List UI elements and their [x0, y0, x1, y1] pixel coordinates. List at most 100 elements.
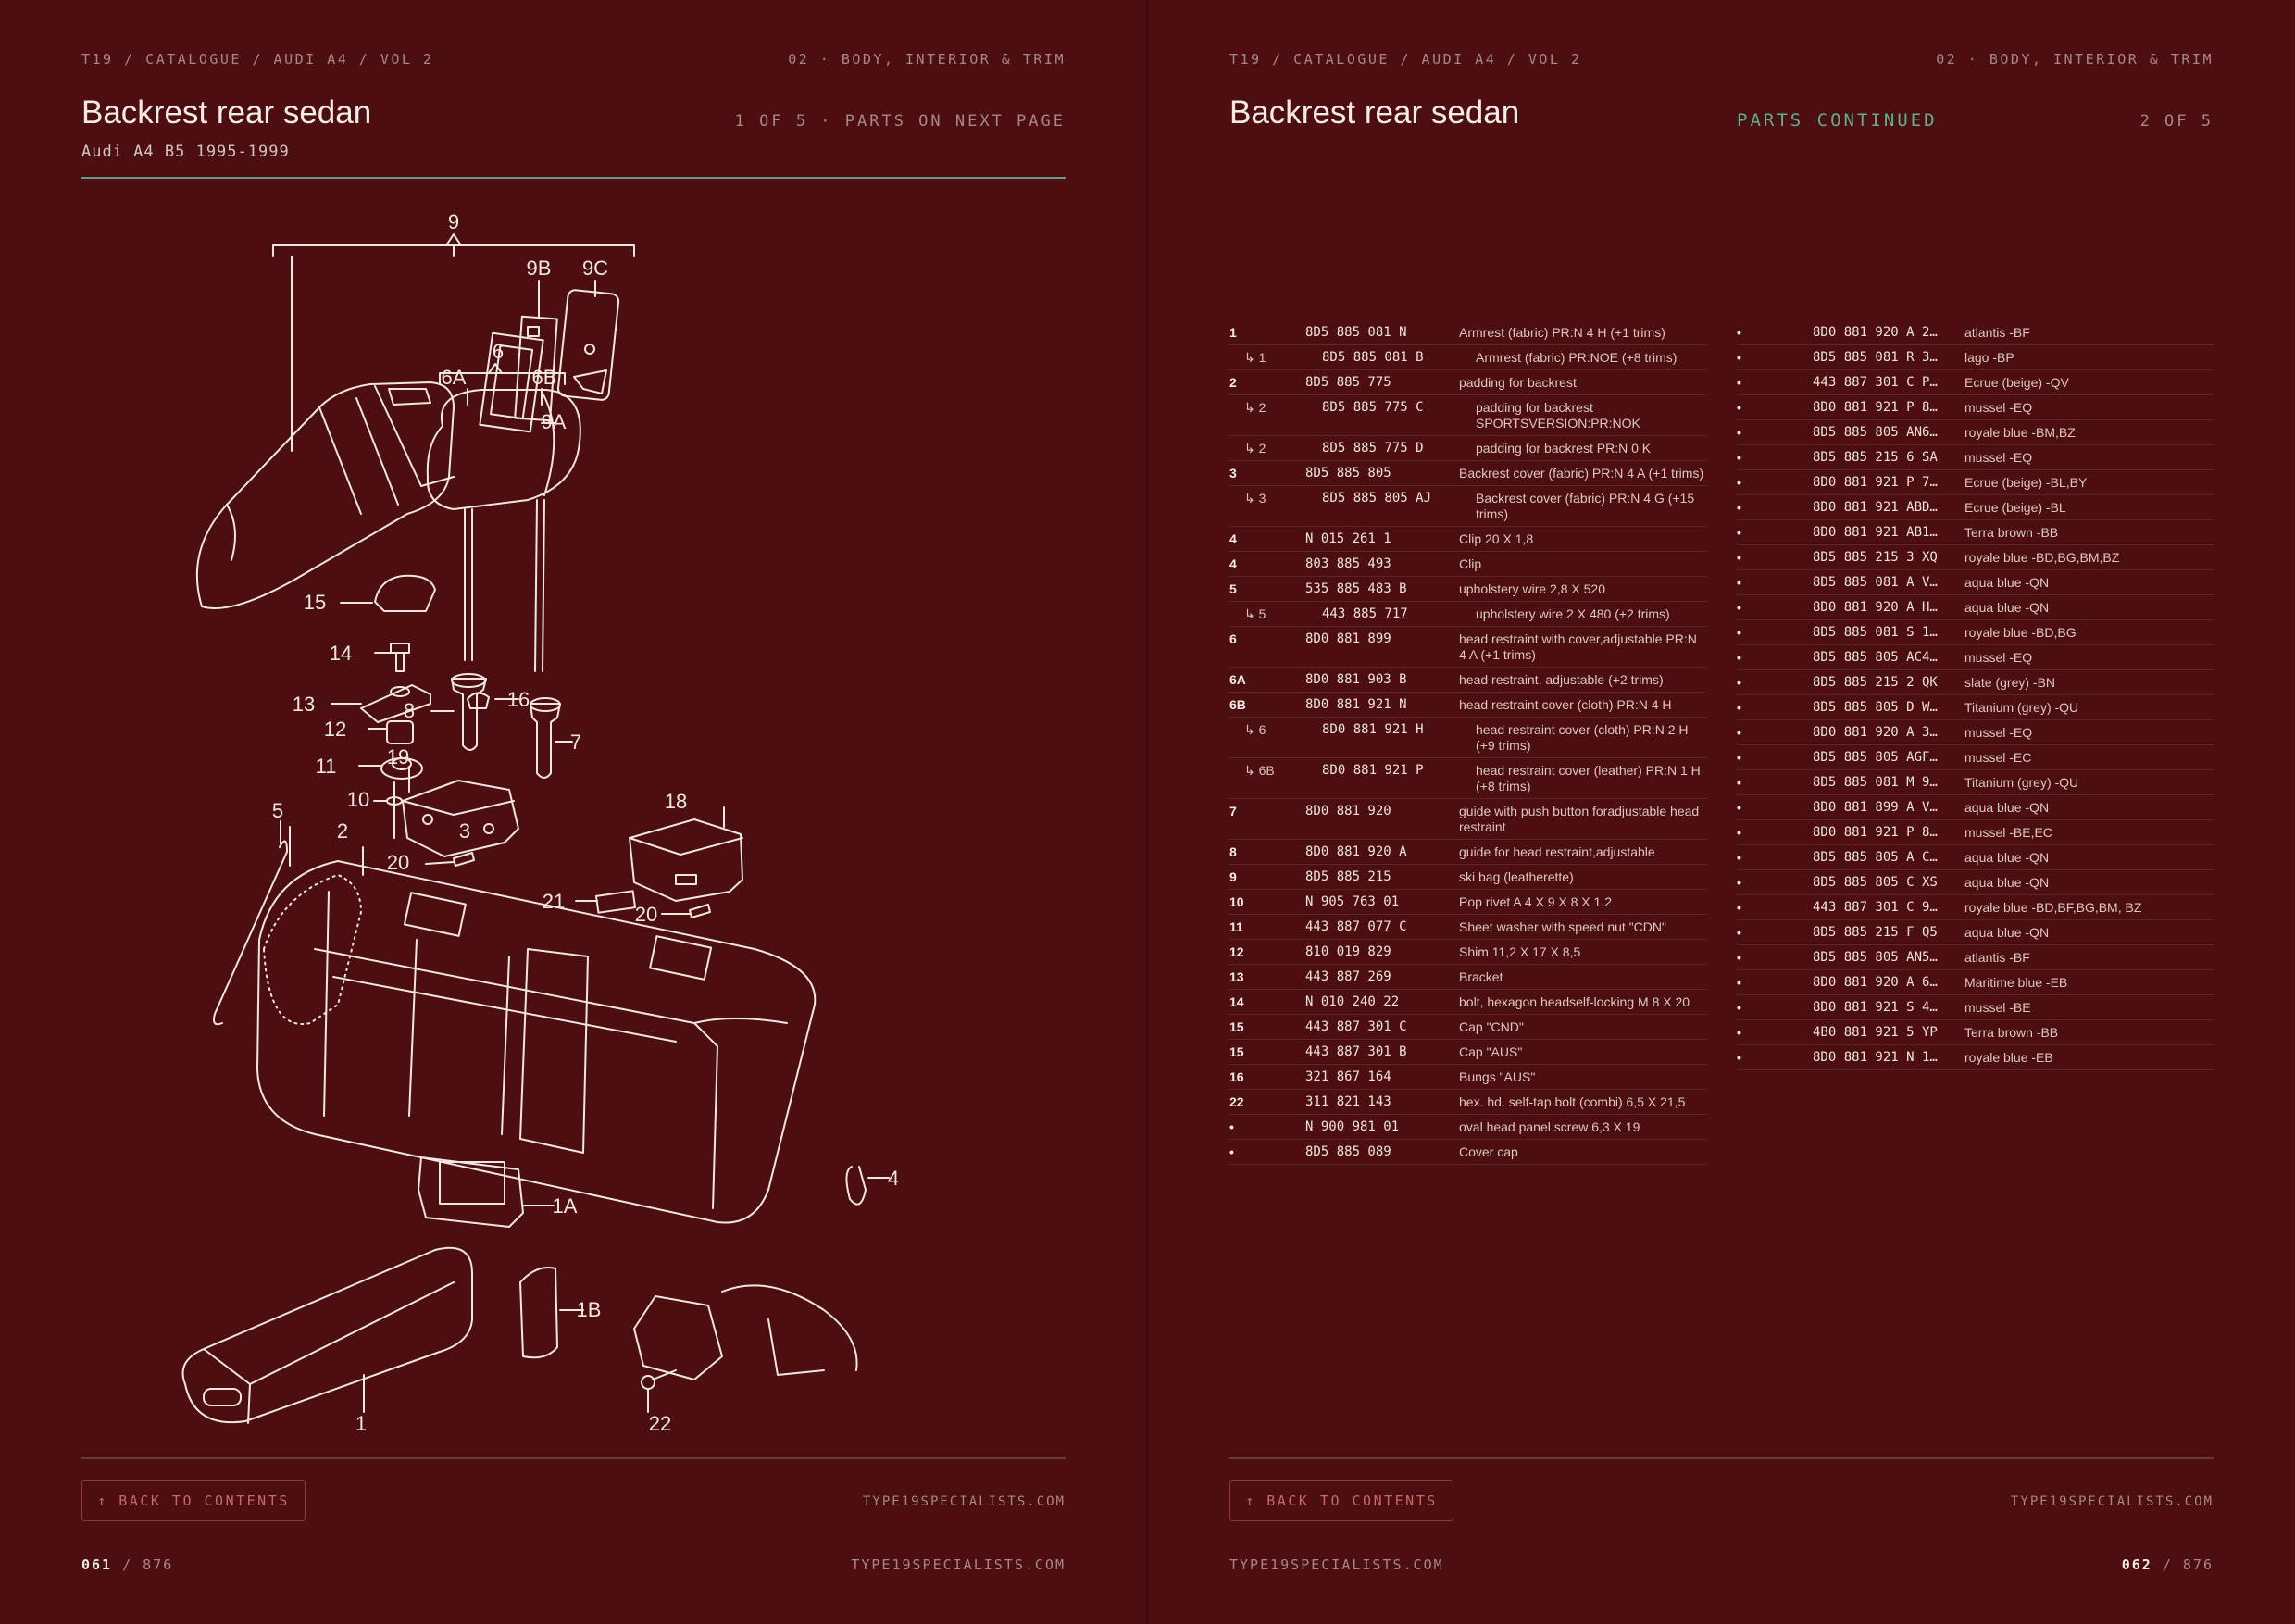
part-1A — [418, 1156, 524, 1228]
part-number: 443 887 301 C 9… — [1813, 900, 1938, 915]
part-description: bolt, hexagon headself-locking M 8 X 20 — [1459, 994, 1690, 1009]
part-description: guide with push button foradjustable hea… — [1459, 804, 1700, 834]
diagram-callout-label: 3 — [459, 819, 470, 843]
parts-row: •8D5 885 805 AN6…royale blue -BM,BZ — [1737, 420, 2214, 445]
part-description: Cover cap — [1459, 1144, 1518, 1159]
armrest — [181, 1246, 473, 1424]
part-number: 8D0 881 921 AB1… — [1813, 525, 1938, 540]
bracket-9 — [272, 244, 455, 257]
part-ref: 6A — [1229, 672, 1246, 687]
part-description: atlantis -BF — [1964, 325, 2030, 340]
part-description: hex. hd. self-tap bolt (combi) 6,5 X 21,… — [1459, 1094, 1686, 1109]
page-number: 061 / 876 — [81, 1556, 173, 1573]
ski-bag — [195, 381, 455, 609]
part-description: padding for backrest SPORTSVERSION:PR:NO… — [1476, 400, 1640, 431]
part-ref: • — [1737, 725, 1741, 740]
right-page: T19 / CATALOGUE / AUDI A4 / VOL 2 02 · B… — [1148, 0, 2295, 1624]
part-ref: • — [1737, 800, 1741, 815]
part-15-cap — [374, 574, 436, 612]
parts-row: •8D0 881 920 A 3…mussel -EQ — [1737, 720, 2214, 745]
part-number: 8D5 885 081 N — [1305, 325, 1407, 340]
part-13-bracket — [360, 684, 431, 723]
part-ref: • — [1737, 650, 1741, 665]
part-ref: • — [1737, 825, 1741, 840]
site-footer[interactable]: TYPE19SPECIALISTS.COM — [1229, 1556, 1444, 1573]
part-number: 8D5 885 805 AGF… — [1813, 750, 1938, 765]
part-16-bung — [467, 692, 490, 709]
page-gutter — [1146, 0, 1148, 1624]
part-1B-cover — [519, 1267, 558, 1359]
parts-row: •8D0 881 920 A 2…atlantis -BF — [1737, 320, 2214, 345]
page-meta: 2 OF 5 — [2139, 112, 2214, 131]
diagram-callout-label: 21 — [543, 890, 565, 913]
part-ref: 15 — [1229, 1044, 1244, 1059]
part-description: Terra brown -BB — [1964, 1025, 2059, 1040]
part-ref: • — [1737, 875, 1741, 890]
part-ref: • — [1737, 325, 1741, 340]
back-to-contents-button[interactable]: ↑ BACK TO CONTENTS — [81, 1480, 306, 1521]
site-footer[interactable]: TYPE19SPECIALISTS.COM — [851, 1556, 1066, 1573]
part-ref: ↳ 2 — [1244, 441, 1266, 456]
part-description: head restraint cover (cloth) PR:N 4 H — [1459, 697, 1672, 712]
diagram-callout-label: 1 — [355, 1412, 367, 1435]
parts-row: •8D5 885 081 R 3…lago -BP — [1737, 345, 2214, 370]
parts-row: •8D0 881 921 AB1…Terra brown -BB — [1737, 520, 2214, 545]
part-description: padding for backrest PR:N 0 K — [1476, 441, 1652, 456]
diagram-callout-label: 10 — [347, 788, 369, 811]
parts-row: •8D5 885 805 AC4…mussel -EQ — [1737, 645, 2214, 670]
parts-row: •8D5 885 081 A V…aqua blue -QN — [1737, 570, 2214, 595]
part-number: 8D5 885 775 C — [1322, 400, 1424, 415]
part-number: 8D5 885 805 AN6… — [1813, 425, 1938, 440]
section-label: 02 · BODY, INTERIOR & TRIM — [788, 51, 1066, 68]
part-description: royale blue -BD,BF,BG,BM, BZ — [1964, 900, 2142, 915]
part-description: aqua blue -QN — [1964, 850, 2050, 865]
diagram-callout-label: 9C — [582, 256, 608, 280]
parts-table-trims: •8D0 881 920 A 2…atlantis -BF•8D5 885 08… — [1737, 320, 2214, 1070]
diagram-callout-label: 12 — [324, 718, 346, 741]
part-description: upholstery wire 2,8 X 520 — [1459, 581, 1605, 596]
part-ref: 4 — [1229, 531, 1237, 546]
part-number: 8D5 885 081 R 3… — [1813, 350, 1938, 365]
part-description: oval head panel screw 6,3 X 19 — [1459, 1119, 1640, 1134]
part-number: N 010 240 22 — [1305, 994, 1400, 1009]
site-link-small[interactable]: TYPE19SPECIALISTS.COM — [2010, 1494, 2214, 1509]
part-description: upholstery wire 2 X 480 (+2 trims) — [1476, 606, 1670, 621]
part-ref: • — [1737, 850, 1741, 865]
part-ref: • — [1737, 1050, 1741, 1065]
part-ref: • — [1229, 1144, 1234, 1159]
diagram-callout-label: 9A — [542, 410, 567, 433]
part-description: royale blue -BD,BG,BM,BZ — [1964, 550, 2120, 565]
part-ref: • — [1737, 700, 1741, 715]
part-description: royale blue -EB — [1964, 1050, 2053, 1065]
back-to-contents-button[interactable]: ↑ BACK TO CONTENTS — [1229, 1480, 1453, 1521]
site-link-small[interactable]: TYPE19SPECIALISTS.COM — [862, 1494, 1066, 1509]
diagram-callout-label: 5 — [272, 799, 283, 822]
part-number: 443 887 301 C — [1305, 1019, 1407, 1034]
parts-row: •443 887 301 C 9…royale blue -BD,BF,BG,B… — [1737, 895, 2214, 920]
part-number: 8D0 881 920 A — [1305, 844, 1407, 859]
part-number: 8D5 885 215 3 XQ — [1813, 550, 1938, 565]
part-description: royale blue -BD,BG — [1964, 625, 2077, 640]
part-ref: 10 — [1229, 894, 1244, 909]
parts-row: •8D5 885 805 D W…Titanium (grey) -QU — [1737, 695, 2214, 720]
footer-rule — [81, 1457, 1066, 1459]
part-ref: 15 — [1229, 1019, 1244, 1034]
parts-row: •8D0 881 920 A 6…Maritime blue -EB — [1737, 970, 2214, 995]
part-ref: 16 — [1229, 1069, 1244, 1084]
part-ref: • — [1737, 950, 1741, 965]
parts-row: •8D5 885 081 M 9…Titanium (grey) -QU — [1737, 770, 2214, 795]
page-subtitle: Audi A4 B5 1995-1999 — [81, 143, 290, 161]
